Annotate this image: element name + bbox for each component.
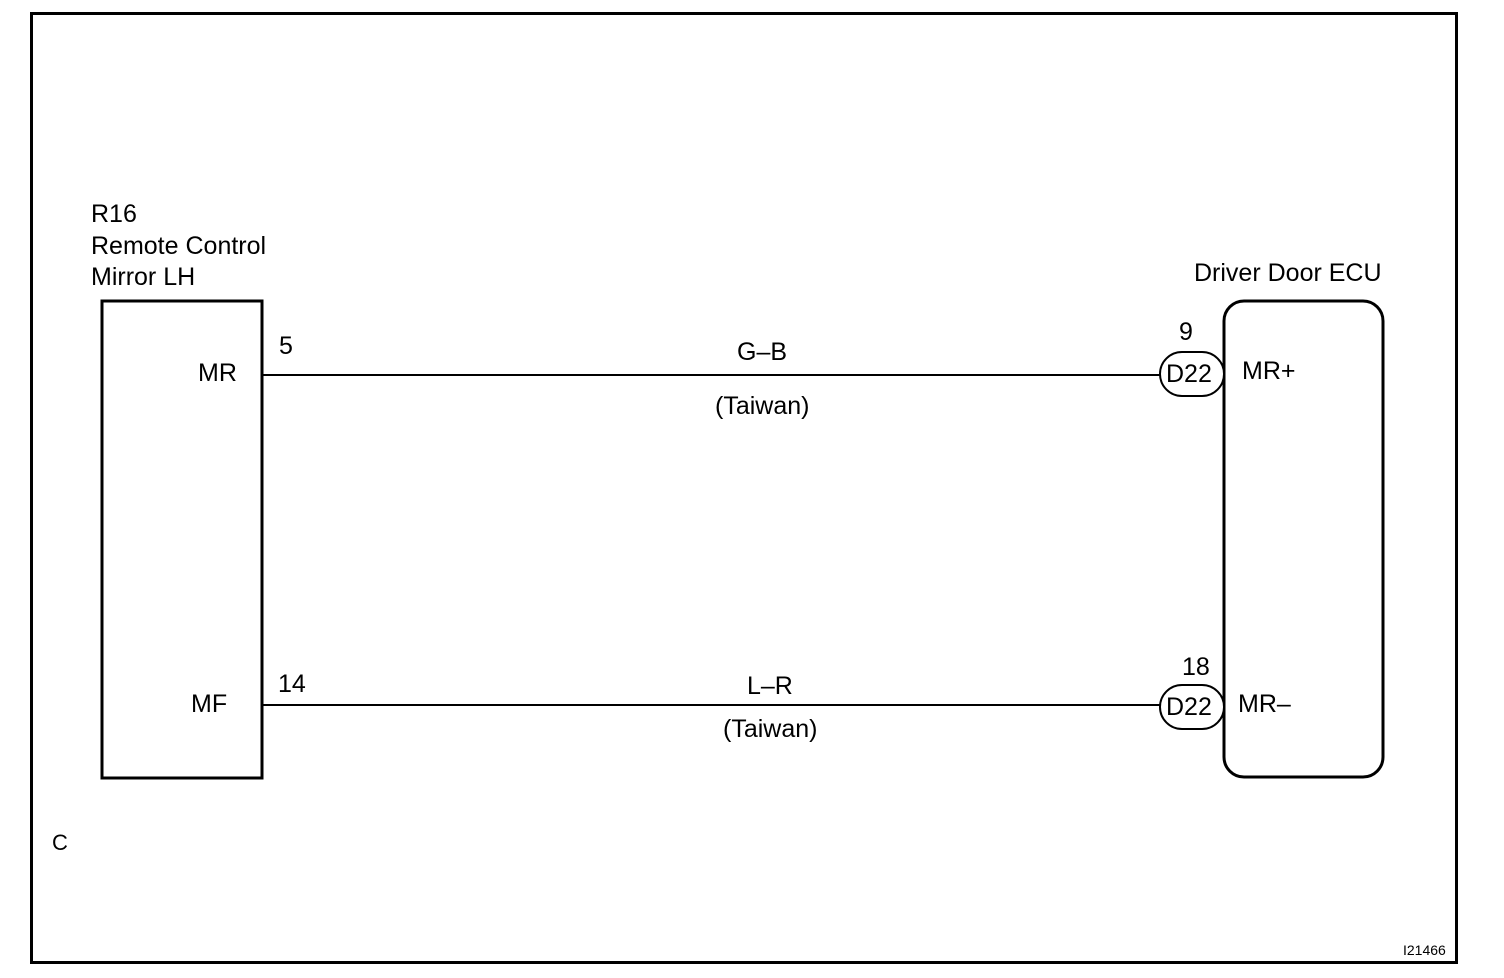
corner-label: C xyxy=(52,830,68,855)
remote-control-mirror-box xyxy=(100,299,264,780)
left-component-code: R16 xyxy=(91,200,137,228)
connector-d22-bottom xyxy=(1159,684,1225,730)
diagram-frame xyxy=(30,12,1458,964)
left-component-name-line1: Remote Control xyxy=(91,232,267,260)
driver-door-ecu-box xyxy=(1222,299,1385,779)
left-component-name-line2: Mirror LH xyxy=(91,263,196,291)
pin-number-9: 9 xyxy=(1179,318,1193,346)
wire-color-l-r: L–R xyxy=(747,672,793,700)
connector-label-d22-bottom: D22 xyxy=(1166,693,1212,721)
wire-color-g-b: G–B xyxy=(737,338,788,366)
pin-number-18: 18 xyxy=(1182,653,1210,681)
right-component-name: Driver Door ECU xyxy=(1194,259,1382,287)
connector-label-d22-top: D22 xyxy=(1166,360,1212,388)
pin-label-mr-plus: MR+ xyxy=(1242,357,1296,385)
pin-label-mf: MF xyxy=(191,690,228,718)
figure-id: I21466 xyxy=(1403,942,1446,958)
pin-label-mr: MR xyxy=(198,359,237,387)
connector-d22-top xyxy=(1159,351,1225,397)
wire-note-taiwan-top: (Taiwan) xyxy=(715,392,810,420)
pin-number-14: 14 xyxy=(278,670,306,698)
pin-label-mr-minus: MR– xyxy=(1238,690,1291,718)
wire-note-taiwan-bottom: (Taiwan) xyxy=(723,715,818,743)
pin-number-5: 5 xyxy=(279,332,293,360)
